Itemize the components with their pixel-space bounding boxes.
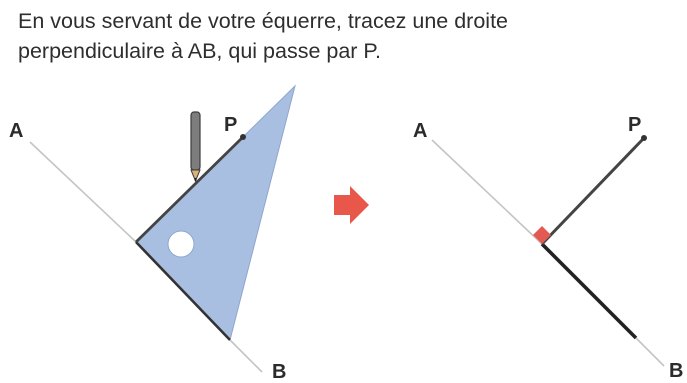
right-angle-marker (533, 226, 551, 244)
perpendicular-segment (135, 136, 244, 243)
line-ab-upper (29, 141, 137, 243)
label-b-right: B (669, 360, 683, 382)
label-p-right: P (628, 114, 641, 136)
line-ab-thick-segment (540, 242, 638, 340)
label-a-left: A (9, 120, 23, 142)
perpendicular-line (540, 136, 646, 246)
line-ab-lower (229, 339, 263, 373)
arrow-right-icon (334, 186, 369, 224)
left-figure: A P B (9, 84, 296, 383)
set-square-edge (135, 241, 231, 341)
label-b-left: B (272, 361, 286, 383)
line-ab-lower-right (635, 337, 665, 367)
label-p-left: P (224, 114, 237, 136)
point-p-right (641, 135, 647, 141)
line-ab-upper-right (431, 139, 543, 245)
instruction-line-2: perpendiculaire à AB, qui passe par P. (18, 39, 381, 63)
set-square-hole (167, 230, 195, 258)
pencil-icon (190, 111, 201, 183)
label-a-right: A (413, 120, 427, 142)
instruction-text: En vous servant de votre équerre, tracez… (18, 6, 658, 66)
instruction-line-1: En vous servant de votre équerre, tracez… (18, 9, 508, 33)
right-figure: A P B (413, 114, 683, 382)
set-square (135, 84, 296, 341)
point-p-left (240, 134, 246, 140)
